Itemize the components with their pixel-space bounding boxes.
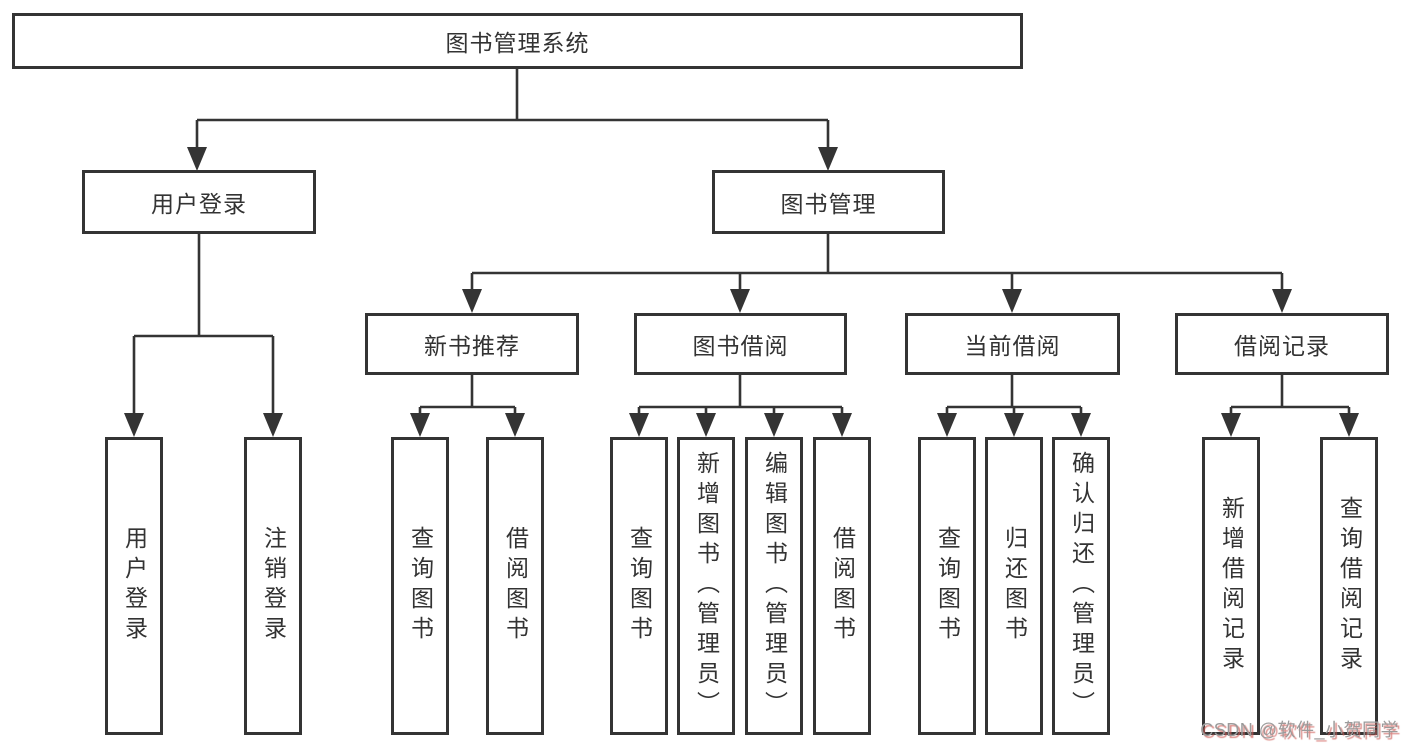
node-new-book-recommend: 新书推荐	[365, 313, 579, 375]
leaf-query-book-2-label: 查询图书	[626, 526, 653, 646]
connector-borrow-record-fan	[1229, 375, 1351, 418]
watermark: CSDN @软件_小贺同学	[1200, 720, 1399, 740]
leaf-user-login: 用户登录	[105, 437, 163, 735]
connector-current-borrow-fan	[945, 375, 1083, 418]
leaf-query-borrow-record-label: 查询借阅记录	[1336, 496, 1363, 676]
leaf-edit-book-admin: 编辑图书（管理员）	[745, 437, 803, 735]
leaf-query-borrow-record: 查询借阅记录	[1320, 437, 1378, 735]
leaf-add-book-admin-label: 新增图书（管理员）	[693, 451, 720, 721]
arrowheads	[124, 147, 1359, 437]
leaf-query-book-2: 查询图书	[610, 437, 668, 735]
leaf-query-book-3-label: 查询图书	[934, 526, 961, 646]
leaf-borrow-book-2: 借阅图书	[813, 437, 871, 735]
leaf-query-book-1-label: 查询图书	[407, 526, 434, 646]
node-borrow-record-label: 借阅记录	[1234, 333, 1330, 359]
leaf-edit-book-admin-label: 编辑图书（管理员）	[761, 451, 788, 721]
node-current-borrow-label: 当前借阅	[964, 333, 1061, 359]
node-new-book-recommend-label: 新书推荐	[424, 333, 520, 359]
leaf-add-borrow-record-label: 新增借阅记录	[1218, 496, 1245, 676]
node-root: 图书管理系统	[12, 13, 1023, 69]
node-book-borrow: 图书借阅	[634, 313, 847, 375]
leaf-borrow-book-1-label: 借阅图书	[502, 526, 529, 646]
connector-root-fan	[195, 69, 830, 151]
leaf-return-book: 归还图书	[985, 437, 1043, 735]
leaf-query-book-1: 查询图书	[391, 437, 449, 735]
node-book-management: 图书管理	[712, 170, 945, 234]
leaf-logout: 注销登录	[244, 437, 302, 735]
connector-book-management-fan	[470, 234, 1284, 294]
node-root-label: 图书管理系统	[445, 30, 590, 56]
node-borrow-record: 借阅记录	[1175, 313, 1389, 375]
leaf-borrow-book-2-label: 借阅图书	[829, 526, 856, 646]
leaf-confirm-return-admin: 确认归还（管理员）	[1052, 437, 1110, 735]
node-current-borrow: 当前借阅	[905, 313, 1120, 375]
leaf-user-login-label: 用户登录	[121, 526, 148, 646]
leaf-query-book-3: 查询图书	[918, 437, 976, 735]
connector-new-book-recommend-fan	[418, 375, 517, 418]
connector-user-login-fan	[132, 234, 275, 418]
node-user-login-label: 用户登录	[151, 191, 247, 217]
leaf-borrow-book-1: 借阅图书	[486, 437, 544, 735]
node-book-borrow-label: 图书借阅	[692, 333, 789, 359]
leaf-return-book-label: 归还图书	[1001, 526, 1028, 646]
node-user-login: 用户登录	[82, 170, 316, 234]
leaf-add-borrow-record: 新增借阅记录	[1202, 437, 1260, 735]
node-book-management-label: 图书管理	[780, 191, 877, 217]
leaf-confirm-return-admin-label: 确认归还（管理员）	[1068, 451, 1095, 721]
leaf-add-book-admin: 新增图书（管理员）	[677, 437, 735, 735]
connector-book-borrow-fan	[637, 375, 844, 418]
leaf-logout-label: 注销登录	[260, 526, 287, 646]
